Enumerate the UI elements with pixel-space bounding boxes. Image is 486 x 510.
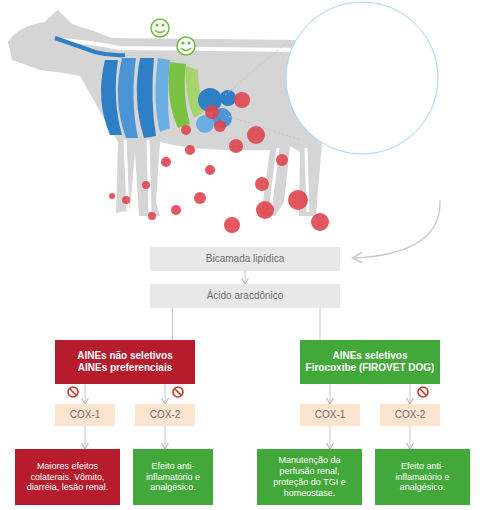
- connector: [172, 308, 173, 340]
- node-text: AINEs seletivos: [332, 350, 407, 362]
- red-dots: [109, 92, 329, 233]
- node-text: AINEs não seletivos: [77, 350, 173, 362]
- connector: [320, 308, 321, 340]
- connector: [85, 426, 86, 449]
- node-text: COX-1: [315, 409, 346, 421]
- node-text: Ácido aracdônico: [207, 290, 284, 302]
- enzyme-box: COX-1: [300, 404, 360, 426]
- node-text: Bicamada lipídica: [206, 253, 284, 265]
- connector: [85, 384, 86, 404]
- node-text: AINEs preferenciais: [78, 362, 173, 374]
- membrane-box: Bicamada lipídica: [150, 247, 340, 271]
- connector: [410, 384, 411, 404]
- smiley-faces: [151, 19, 195, 55]
- effect-box: Efeito anti-inflamatório e analgésico.: [375, 449, 470, 505]
- neck-vertebrae: [55, 38, 125, 55]
- connector: [245, 271, 246, 284]
- enzyme-box: COX-1: [55, 404, 115, 426]
- organs: [169, 62, 236, 133]
- node-text: Maiores efeitos colaterais. Vômito, diar…: [21, 461, 114, 493]
- ban-icon: [68, 387, 78, 397]
- curved-arrow: [354, 200, 440, 258]
- connector: [165, 384, 166, 404]
- zoom-circle: [286, 2, 438, 154]
- enzyme-box: COX-2: [380, 404, 440, 426]
- connector: [330, 426, 331, 449]
- ban-icon: [418, 387, 428, 397]
- ribcage: [101, 58, 170, 138]
- node-text: COX-1: [70, 409, 101, 421]
- node-text: COX-2: [150, 409, 181, 421]
- node-text: Efeito anti-inflamatório e analgésico.: [381, 461, 464, 493]
- effect-box: Efeito anti-inflamatório e analgésico.: [133, 449, 213, 505]
- node-text: COX-2: [395, 409, 426, 421]
- effect-box: Manutenção da perfusão renal, proteção d…: [257, 449, 362, 505]
- substrate-box: Ácido aracdônico: [150, 284, 340, 308]
- node-text: Efeito anti-inflamatório e analgésico.: [139, 461, 207, 493]
- connector: [410, 426, 411, 449]
- connector: [165, 426, 166, 449]
- drug-class-box: AINEs seletivosFirocoxibe (FIROVET DOG): [300, 340, 440, 384]
- effect-box: Maiores efeitos colaterais. Vômito, diar…: [15, 449, 120, 505]
- node-text: Manutenção da perfusão renal, proteção d…: [263, 455, 356, 498]
- node-text: Firocoxibe (FIROVET DOG): [306, 362, 435, 374]
- enzyme-box: COX-2: [135, 404, 195, 426]
- ban-icon: [173, 387, 183, 397]
- drug-class-box: AINEs não seletivosAINEs preferenciais: [55, 340, 195, 384]
- connector: [330, 384, 331, 404]
